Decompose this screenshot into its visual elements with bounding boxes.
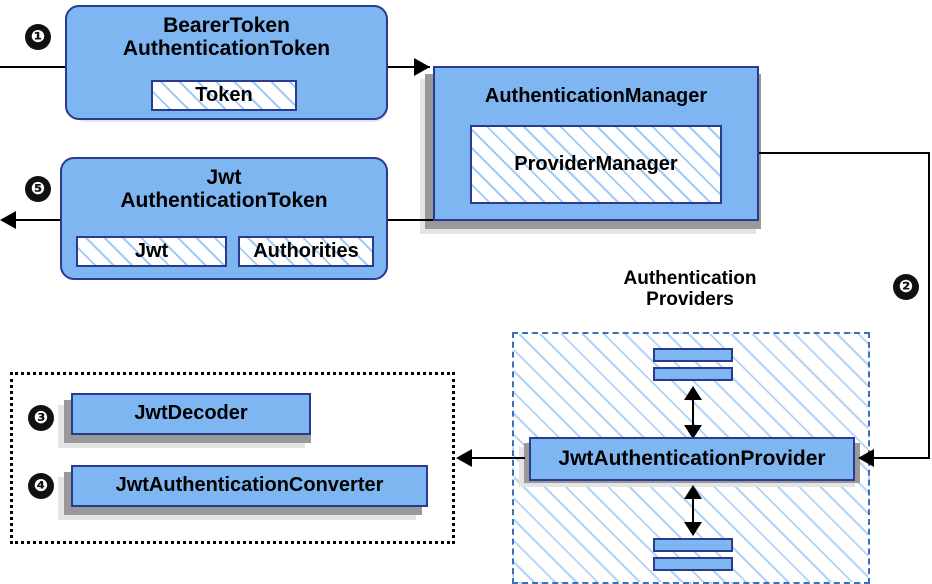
connector-right-down-segment — [928, 152, 930, 458]
connector-manager-right-segment — [757, 152, 930, 154]
jwt-decoder-box[interactable]: JwtDecoder — [71, 393, 311, 435]
arrowhead-outbound-authentication — [0, 211, 16, 229]
arrowhead-provider-chain-top-down — [684, 425, 702, 439]
arrowhead-provider-chain-bottom-up — [684, 485, 702, 499]
collapsed-provider-bar-top-2 — [653, 367, 733, 381]
connector-outbound-authentication — [14, 219, 74, 221]
step-badge-2: ❷ — [893, 274, 919, 300]
bearer-token-title-line1: BearerToken — [163, 14, 290, 37]
step-badge-5: ❺ — [25, 176, 51, 202]
connector-bearer-to-manager — [388, 66, 430, 68]
token-inner-box[interactable]: Token — [151, 80, 297, 111]
connector-into-provider-segment — [872, 457, 930, 459]
arrowhead-bearer-to-manager — [414, 58, 430, 76]
arrowhead-provider-chain-top-up — [684, 386, 702, 400]
bearer-token-title-line2: AuthenticationToken — [122, 36, 331, 60]
jwt-authentication-token-title-line2: AuthenticationToken — [120, 188, 328, 212]
provider-manager-inner-box[interactable]: ProviderManager — [470, 125, 722, 204]
authentication-providers-label-line1: Authentication — [623, 268, 757, 289]
connector-provider-chain-top — [692, 392, 694, 438]
jwt-inner-box[interactable]: Jwt — [76, 236, 227, 267]
connector-inbound-request — [0, 66, 72, 68]
connector-manager-to-jwttoken — [388, 219, 434, 221]
arrowhead-into-provider — [858, 449, 874, 467]
authentication-manager-title: AuthenticationManager — [484, 85, 708, 107]
collapsed-provider-bar-bottom-1 — [653, 538, 733, 552]
authorities-inner-box[interactable]: Authorities — [238, 236, 374, 267]
arrowhead-provider-to-support — [456, 449, 472, 467]
step-badge-1: ❶ — [25, 24, 51, 50]
connector-provider-chain-bottom — [692, 489, 694, 535]
jwt-authentication-converter-box[interactable]: JwtAuthenticationConverter — [71, 465, 428, 507]
connector-provider-to-support — [470, 457, 525, 459]
step-badge-3: ❸ — [28, 405, 54, 431]
step-badge-4: ❹ — [28, 473, 54, 499]
collapsed-provider-bar-bottom-2 — [653, 557, 733, 571]
jwt-authentication-token-title-line1: Jwt — [206, 166, 242, 189]
jwt-authentication-provider-box[interactable]: JwtAuthenticationProvider — [529, 437, 855, 481]
arrowhead-provider-chain-bottom-down — [684, 522, 702, 536]
collapsed-provider-bar-top-1 — [653, 348, 733, 362]
authentication-providers-label: Authentication Providers — [512, 268, 868, 311]
jwt-support-group — [10, 372, 455, 544]
authentication-providers-label-line2: Providers — [646, 289, 734, 311]
